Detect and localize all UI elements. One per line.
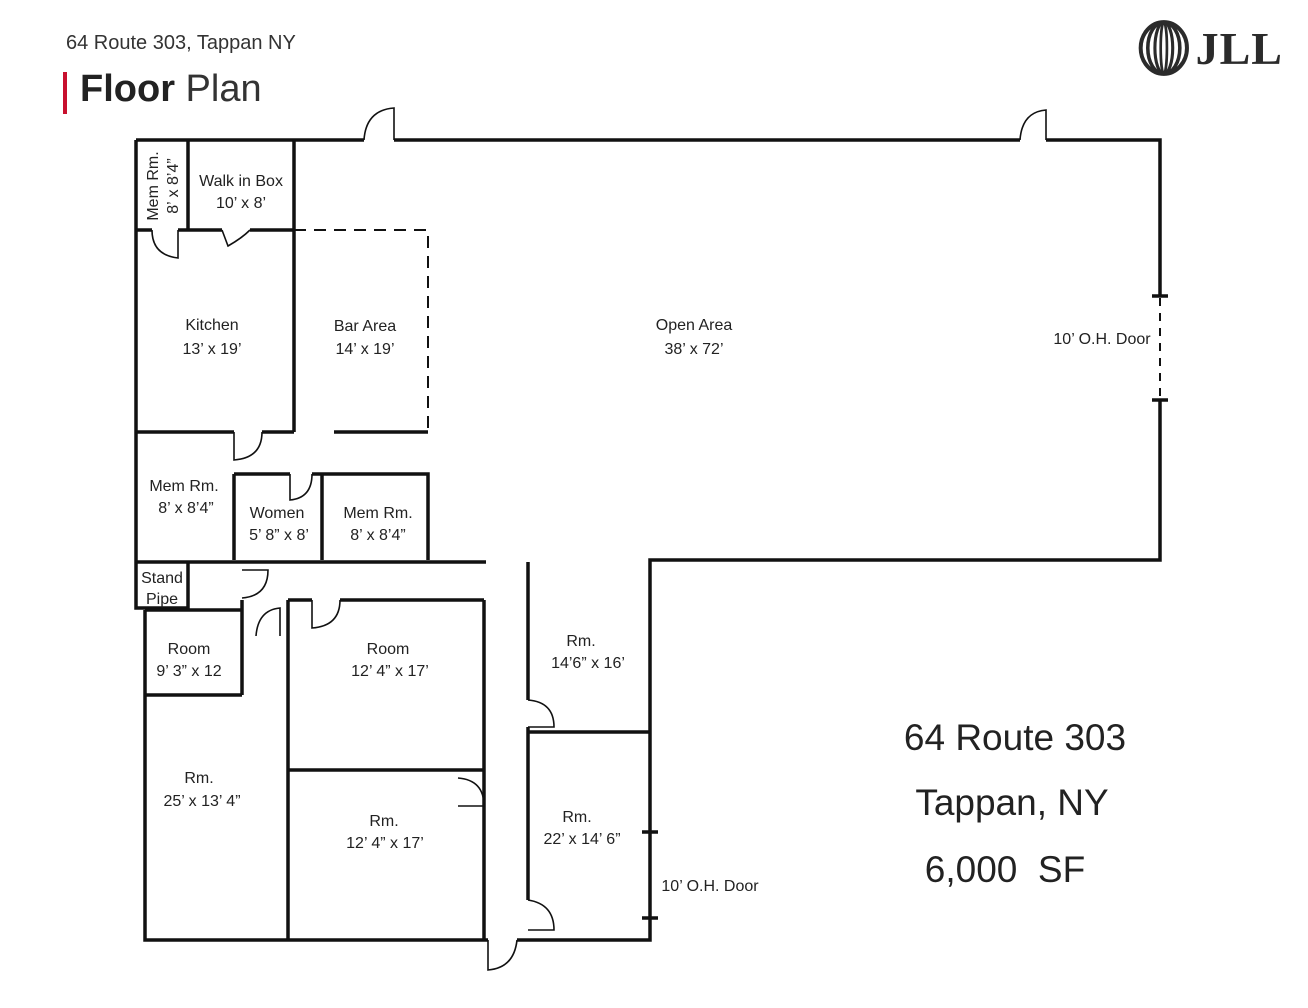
property-area: 6,000 SF	[925, 849, 1085, 890]
room-rm-12: Rm. 12’ 4” x 17’	[346, 813, 424, 852]
stand-pipe-line2: Pipe	[146, 591, 178, 608]
room-size: 5’ 8” x 8’	[249, 527, 309, 544]
property-address: 64 Route 303, Tappan NY	[66, 32, 296, 54]
stand-pipe-line1: Stand	[141, 570, 183, 587]
room-size: 22’ x 14’ 6”	[543, 831, 620, 848]
overhead-door-east-label: 10’ O.H. Door	[1053, 331, 1151, 348]
overhead-doors	[642, 294, 1168, 920]
room-name: Bar Area	[334, 318, 396, 335]
room-name: Rm.	[184, 770, 213, 787]
property-city: Tappan, NY	[915, 782, 1108, 823]
outer-walls	[134, 138, 1162, 942]
room-women: Women 5’ 8” x 8’	[249, 505, 309, 544]
room-rm-22: Rm. 22’ x 14’ 6”	[543, 809, 620, 848]
jll-rings-icon	[1138, 20, 1189, 76]
room-mid: Room 12’ 4” x 17’	[351, 641, 429, 680]
room-size: 13’ x 19’	[183, 341, 242, 358]
room-name: Kitchen	[185, 317, 238, 334]
room-size: 12’ 4” x 17’	[351, 663, 429, 680]
room-name: Rm.	[566, 633, 595, 650]
room-bar-area: Bar Area 14’ x 19’	[334, 318, 396, 358]
room-walk-in-box: Walk in Box 10’ x 8’	[199, 173, 283, 212]
interior-walls	[136, 140, 650, 940]
property-street: 64 Route 303	[904, 717, 1126, 758]
room-name: Rm.	[369, 813, 398, 830]
title-accent-bar	[63, 72, 67, 114]
title-light: Plan	[185, 68, 262, 110]
room-size: 12’ 4” x 17’	[346, 835, 424, 852]
room-name: Open Area	[656, 317, 733, 334]
room-size: 8’ x 8’4”	[165, 158, 182, 213]
room-rm-14: Rm. 14’6” x 16’	[551, 633, 625, 672]
title-bold: Floor	[80, 68, 175, 110]
room-name: Room	[367, 641, 410, 658]
room-size: 9’ 3” x 12	[156, 663, 221, 680]
room-size: 38’ x 72’	[665, 341, 724, 358]
jll-logo: JLL	[1138, 16, 1283, 80]
room-name: Mem Rm.	[145, 151, 162, 220]
room-name: Mem Rm.	[343, 505, 412, 522]
bar-area-outline	[294, 229, 429, 432]
room-size: 14’ x 19’	[336, 341, 395, 358]
room-name: Rm.	[562, 809, 591, 826]
room-rm-25: Rm. 25’ x 13’ 4”	[163, 770, 240, 810]
room-small: Room 9’ 3” x 12	[156, 641, 221, 680]
property-info: 64 Route 303 Tappan, NY 6,000 SF	[904, 717, 1126, 890]
room-name: Room	[168, 641, 211, 658]
door-swings	[151, 107, 1047, 971]
room-open-area: Open Area 38’ x 72’	[656, 317, 733, 358]
room-mem-rm-mid: Mem Rm. 8’ x 8’4”	[343, 505, 412, 544]
room-name: Walk in Box	[199, 173, 283, 190]
overhead-door-south-label: 10’ O.H. Door	[661, 878, 759, 895]
room-name: Mem Rm.	[149, 478, 218, 495]
room-size: 25’ x 13’ 4”	[163, 793, 240, 810]
logo-text: JLL	[1195, 22, 1283, 74]
page-title: Floor Plan	[80, 68, 262, 111]
room-size: 8’ x 8’4”	[350, 527, 405, 544]
room-size: 10’ x 8’	[216, 195, 266, 212]
room-kitchen: Kitchen 13’ x 19’	[183, 317, 242, 358]
room-size: 8’ x 8’4”	[158, 500, 213, 517]
room-name: Women	[250, 505, 305, 522]
stand-pipe: Stand Pipe	[141, 570, 183, 608]
room-mem-rm-left: Mem Rm. 8’ x 8’4”	[149, 478, 218, 517]
room-mem-rm-top: Mem Rm. 8’ x 8’4”	[145, 151, 182, 220]
room-size: 14’6” x 16’	[551, 655, 625, 672]
